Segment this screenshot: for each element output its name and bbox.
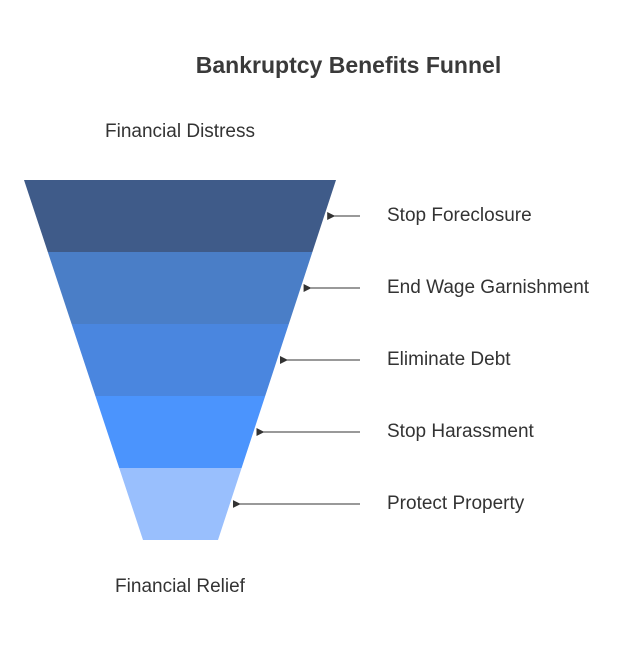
benefit-label-5: Protect Property xyxy=(387,493,525,514)
funnel-segment-3 xyxy=(71,324,289,396)
funnel-segment-4 xyxy=(95,396,266,468)
benefit-label-4: Stop Harassment xyxy=(387,421,534,442)
funnel-segment-2 xyxy=(47,252,313,324)
benefit-label-3: Eliminate Debt xyxy=(387,349,511,370)
funnel-bottom-label: Financial Relief xyxy=(115,576,245,597)
funnel-top-label: Financial Distress xyxy=(105,121,255,142)
diagram-title: Bankruptcy Benefits Funnel xyxy=(195,52,502,78)
benefit-label-1: Stop Foreclosure xyxy=(387,205,532,226)
funnel-segment-5 xyxy=(119,468,242,540)
benefit-label-2: End Wage Garnishment xyxy=(387,277,590,298)
funnel-segment-1 xyxy=(24,180,336,252)
